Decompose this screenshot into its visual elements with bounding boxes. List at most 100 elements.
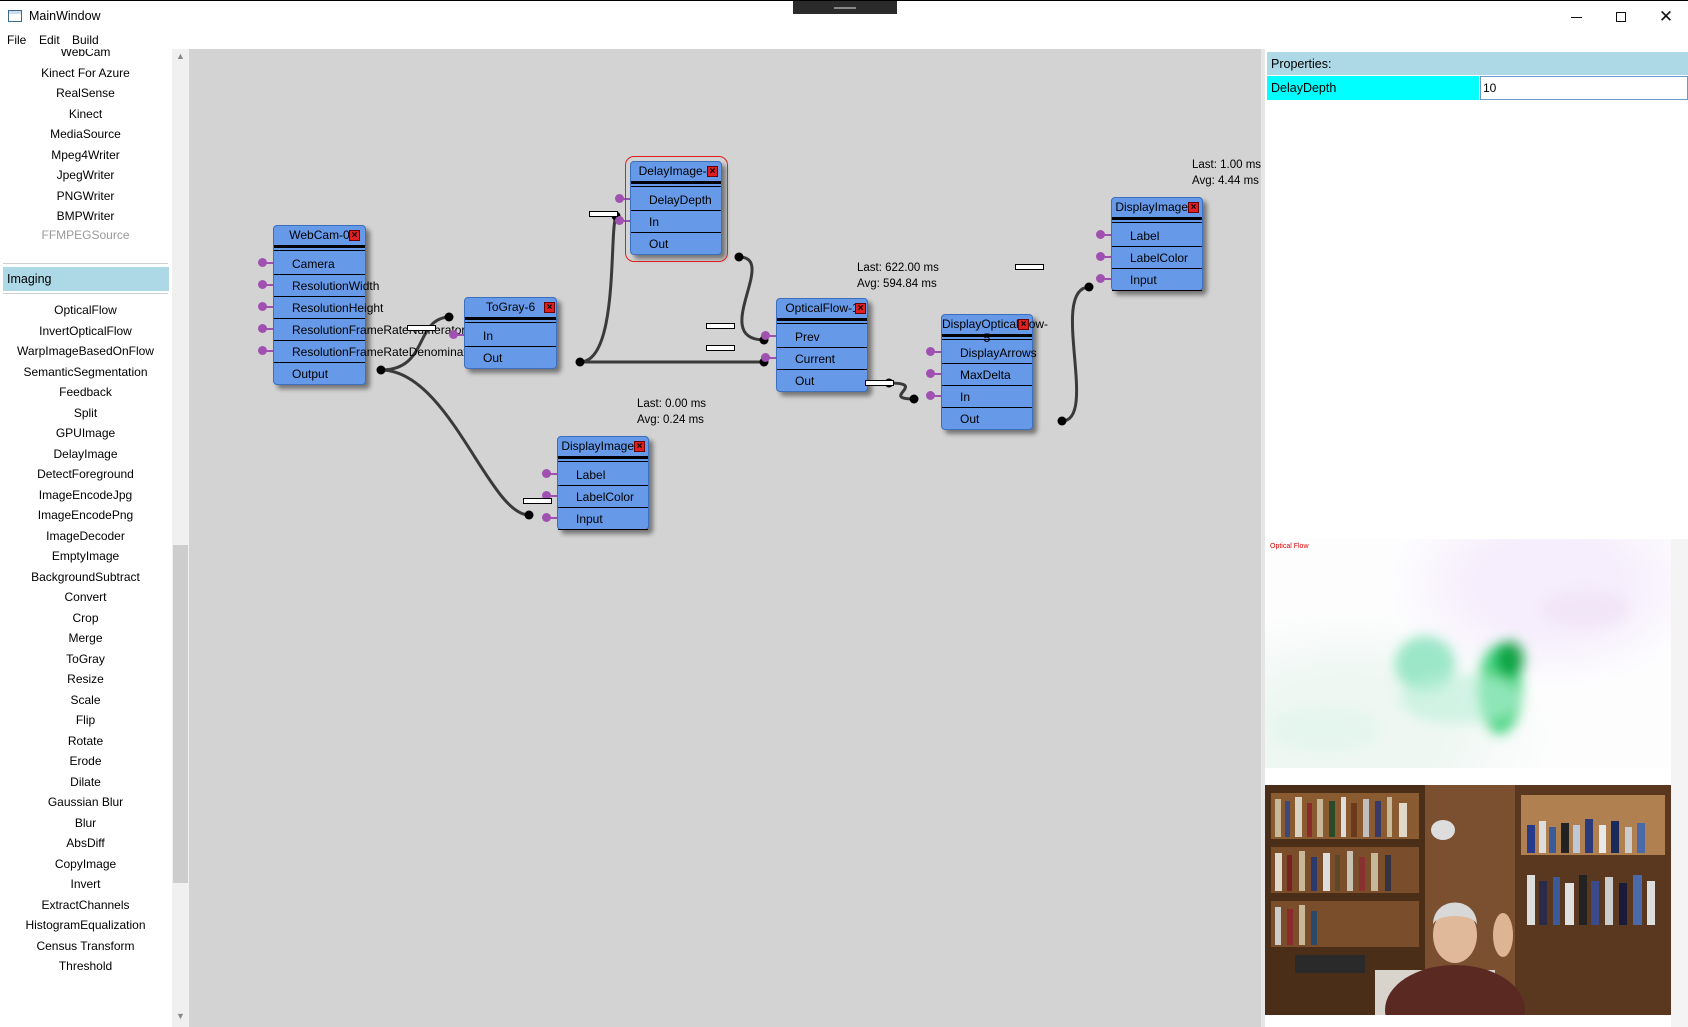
palette-item[interactable]: Feedback: [59, 385, 112, 399]
input-port-label: Camera: [292, 257, 335, 271]
input-port-label: ResolutionWidth: [292, 279, 380, 293]
maximize-button[interactable]: [1598, 1, 1644, 32]
palette-item[interactable]: Mpeg4Writer: [51, 147, 120, 162]
node-selection-ring: [625, 156, 728, 262]
close-icon: ✕: [1658, 6, 1674, 26]
palette-item[interactable]: BackgroundSubtract: [31, 569, 140, 584]
palette-item[interactable]: AbsDiff: [66, 836, 105, 850]
palette-item[interactable]: SemanticSegmentation: [23, 364, 148, 379]
remove-node-icon[interactable]: ×: [544, 302, 555, 313]
app-window-icon: [8, 10, 22, 22]
flow-blobs: [1270, 589, 1630, 751]
palette-item[interactable]: CopyImage: [54, 856, 117, 871]
input-port-label: In: [649, 215, 660, 229]
output-port-label: Out: [795, 374, 815, 388]
preview-scrollbar[interactable]: [1671, 539, 1688, 1027]
remove-node-icon[interactable]: ×: [707, 166, 718, 177]
property-value-input[interactable]: [1480, 76, 1688, 100]
minimize-button[interactable]: [1553, 1, 1599, 32]
menu-file[interactable]: File: [7, 33, 27, 47]
remove-node-icon[interactable]: ×: [1188, 202, 1199, 213]
input-port-label: ResolutionFrameRateDenominator: [292, 345, 478, 359]
palette-scrollbar[interactable]: ▲ ▼: [172, 49, 189, 1027]
palette-item[interactable]: InvertOpticalFlow: [39, 323, 132, 338]
wire-togray-delayimage: [579, 215, 618, 364]
palette-item[interactable]: ImageDecoder: [46, 528, 125, 543]
panel-splitter[interactable]: [1261, 49, 1265, 1027]
palette-item[interactable]: Kinect: [68, 106, 103, 121]
palette-item[interactable]: Gaussian Blur: [47, 795, 124, 809]
scroll-down-icon[interactable]: ▼: [176, 1011, 185, 1021]
remove-node-icon[interactable]: ×: [855, 303, 866, 314]
palette-item[interactable]: WarpImageBasedOnFlow: [17, 344, 154, 358]
palette-item[interactable]: DelayImage: [53, 446, 118, 461]
palette-item[interactable]: RealSense: [56, 86, 115, 100]
remove-node-icon[interactable]: ×: [349, 230, 360, 241]
wire-delayimage-opticalflow: [738, 255, 765, 342]
port-divider: [274, 274, 365, 275]
palette-item[interactable]: Dilate: [70, 774, 101, 789]
input-port-label: Label: [576, 468, 606, 482]
value-box: [1015, 264, 1044, 270]
palette-scroll-thumb[interactable]: [173, 545, 188, 883]
palette-item[interactable]: Flip: [75, 713, 96, 727]
palette-item[interactable]: Merge: [68, 631, 103, 645]
palette-item[interactable]: Crop: [72, 610, 99, 625]
palette-item[interactable]: Convert: [64, 590, 107, 604]
palette-item[interactable]: Erode: [69, 754, 102, 768]
palette-item[interactable]: ToGray: [66, 651, 105, 666]
palette-item[interactable]: PNGWriter: [56, 188, 115, 203]
optical-flow-preview: Optical Flow: [1265, 539, 1671, 768]
palette-item[interactable]: Census Transform: [36, 938, 135, 953]
palette-item[interactable]: ImageEncodePng: [37, 508, 134, 522]
wire-displayopticalflow-displayimage2: [1061, 285, 1090, 423]
drag-grip-handle[interactable]: [793, 1, 897, 14]
palette-item[interactable]: Threshold: [58, 959, 113, 973]
menu-edit[interactable]: Edit: [39, 33, 60, 47]
input-port-label: Prev: [795, 330, 820, 344]
palette-item[interactable]: EmptyImage: [51, 549, 120, 563]
palette-item[interactable]: Split: [73, 405, 98, 420]
palette-item[interactable]: WebCam: [60, 49, 111, 59]
palette-item[interactable]: ExtractChannels: [41, 897, 130, 912]
camera-scene: [1265, 785, 1671, 1015]
node-title-divider: [942, 334, 1032, 337]
palette-item[interactable]: Invert: [70, 877, 101, 891]
palette-item[interactable]: MediaSource: [50, 127, 121, 141]
remove-node-icon[interactable]: ×: [634, 441, 645, 452]
palette-item[interactable]: DetectForeground: [37, 467, 134, 481]
palette-item[interactable]: GPUImage: [55, 426, 116, 440]
node-title-divider: [1112, 222, 1202, 223]
port-divider: [942, 407, 1032, 408]
menu-build[interactable]: Build: [72, 33, 99, 47]
palette-item[interactable]: Scale: [70, 692, 101, 707]
palette-item[interactable]: HistogramEqualization: [25, 918, 146, 932]
timing-last: Last: 622.00 ms: [857, 262, 939, 274]
scroll-up-icon[interactable]: ▲: [176, 51, 185, 61]
property-name: DelayDepth: [1267, 76, 1479, 100]
close-window-button[interactable]: ✕: [1643, 1, 1688, 32]
input-port-label: Label: [1130, 229, 1160, 243]
properties-header: Properties:: [1267, 52, 1688, 75]
palette-item[interactable]: OpticalFlow: [54, 303, 117, 317]
palette-item[interactable]: JpegWriter: [56, 168, 115, 182]
palette-item[interactable]: ImageEncodeJpg: [38, 487, 133, 502]
palette-item[interactable]: Kinect For Azure: [41, 65, 130, 80]
palette-item[interactable]: Resize: [67, 672, 104, 686]
value-box: [589, 211, 618, 217]
palette-item[interactable]: BMPWriter: [56, 209, 115, 223]
palette-item[interactable]: Rotate: [67, 733, 104, 748]
port-divider: [631, 232, 721, 233]
remove-node-icon[interactable]: ×: [1018, 319, 1029, 330]
palette-item[interactable]: Blur: [74, 815, 97, 830]
palette-category-imaging[interactable]: Imaging: [3, 267, 169, 291]
